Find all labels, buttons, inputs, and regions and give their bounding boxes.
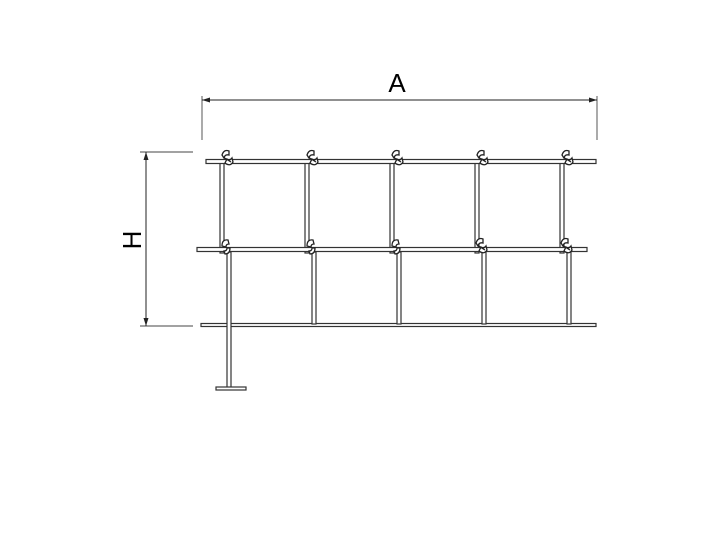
top-clamp-4 xyxy=(476,149,489,166)
middle-clamp-3 xyxy=(391,239,401,255)
post-2 xyxy=(304,161,310,254)
post-5-lower xyxy=(566,251,572,325)
post-1 xyxy=(219,161,225,254)
dimension-a: A xyxy=(201,68,598,140)
dimension-a-arrow-left xyxy=(202,97,210,103)
middle-clamp-5 xyxy=(560,237,573,254)
post-2-lower xyxy=(311,251,317,325)
dimension-a-arrow-right xyxy=(589,97,597,103)
middle-clamps xyxy=(221,237,573,255)
middle-clamp-2 xyxy=(306,239,316,255)
posts xyxy=(219,161,572,389)
middle-rail xyxy=(196,246,588,253)
middle-clamp-4 xyxy=(475,237,488,254)
top-clamps xyxy=(221,149,574,166)
top-clamp-5 xyxy=(561,149,574,166)
top-clamp-2 xyxy=(306,149,319,166)
post-3 xyxy=(389,161,395,254)
dimension-h-arrow-top xyxy=(143,152,149,160)
dimension-h-arrow-bottom xyxy=(143,318,149,326)
dimension-h: H xyxy=(117,151,193,327)
middle-clamp-1 xyxy=(221,239,231,255)
post-1-lower xyxy=(226,251,232,389)
foot-plate xyxy=(215,386,247,391)
post-3-lower xyxy=(396,251,402,325)
top-clamp-1 xyxy=(221,149,234,166)
top-clamp-3 xyxy=(391,149,404,166)
post-4-lower xyxy=(481,251,487,325)
dimension-h-label: H xyxy=(117,231,147,250)
dimension-a-label: A xyxy=(388,68,406,98)
